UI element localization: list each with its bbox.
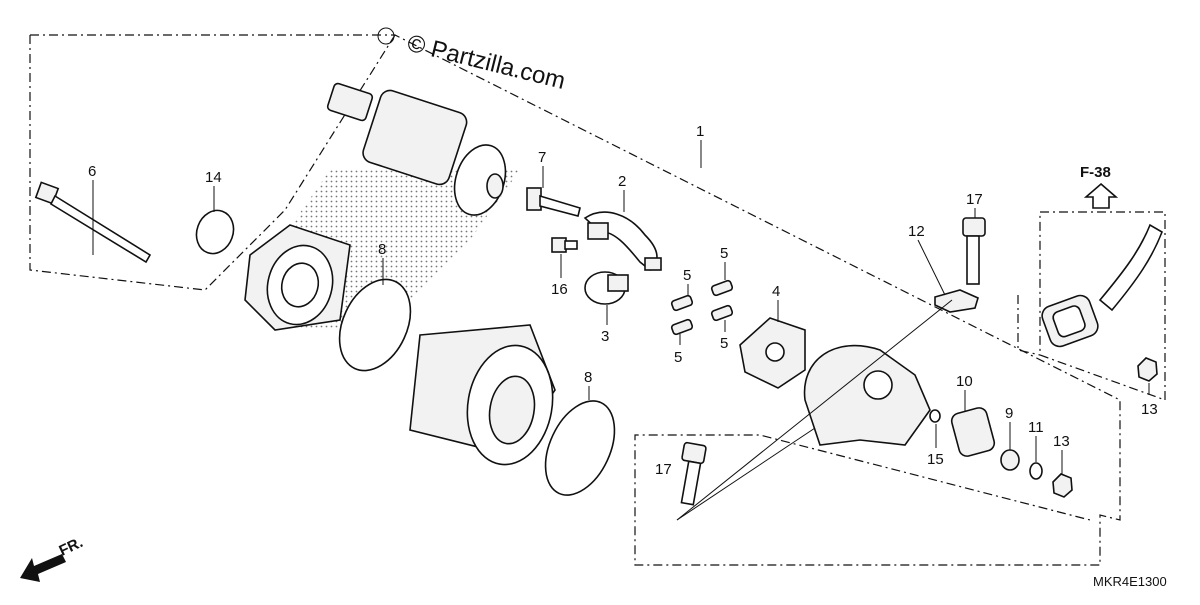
callout-5a: 5 — [720, 245, 728, 262]
front-cover — [244, 224, 351, 331]
bracket-12 — [934, 289, 979, 313]
terminal-bolt — [526, 187, 581, 217]
cable-assembly — [1041, 223, 1163, 348]
callout-5d: 5 — [720, 335, 728, 352]
callout-10: 10 — [956, 373, 973, 390]
callout-8b: 8 — [584, 369, 592, 386]
reference-box-side — [1017, 295, 1041, 356]
callout-6: 6 — [88, 163, 96, 180]
callout-12: 12 — [908, 223, 925, 240]
insulator — [950, 407, 996, 457]
watermark-text: © Partzilla.com — [405, 30, 568, 95]
callout-2: 2 — [618, 173, 626, 190]
springs — [670, 279, 734, 336]
callout-17b: 17 — [655, 461, 672, 478]
brush-plate — [584, 271, 629, 305]
long-bolt — [34, 181, 152, 264]
copyright-icon — [377, 27, 395, 45]
bolt-17-lower — [680, 441, 707, 506]
callout-11: 11 — [1028, 419, 1044, 436]
bolt-17-upper — [962, 217, 986, 285]
leader-lines — [92, 140, 1150, 521]
callout-9: 9 — [1005, 405, 1013, 422]
washer-15 — [929, 409, 941, 423]
o-ring-small — [195, 209, 235, 255]
callout-4: 4 — [772, 283, 780, 300]
brush-holder — [583, 211, 662, 272]
rear-cover — [803, 344, 931, 446]
front-direction: FR. — [20, 534, 86, 582]
o-ring-large-upper — [338, 278, 412, 372]
callout-5c: 5 — [674, 349, 682, 366]
callout-17a: 17 — [966, 191, 983, 208]
callout-14: 14 — [205, 169, 222, 186]
washer-11 — [1029, 462, 1043, 480]
screw-16 — [551, 237, 578, 253]
callout-15: 15 — [927, 451, 944, 468]
diagram-code: MKR4E1300 — [1093, 574, 1167, 589]
o-ring-large-lower — [544, 400, 616, 496]
washer-9 — [1000, 449, 1020, 471]
callout-13b: 13 — [1053, 433, 1070, 450]
brush-holder-plate — [739, 317, 806, 389]
up-arrow-icon — [1083, 182, 1119, 209]
front-label: FR. — [57, 534, 86, 560]
nut-13-upper — [1137, 357, 1158, 382]
callout-16: 16 — [551, 281, 568, 298]
watermark: © Partzilla.com — [377, 27, 568, 95]
callout-13a: 13 — [1141, 401, 1158, 418]
nut-13-lower — [1052, 473, 1073, 498]
reference-box — [1039, 211, 1166, 401]
callout-7: 7 — [538, 149, 546, 166]
assembly-outline-left — [29, 34, 396, 291]
reference-label: F-38 — [1080, 164, 1111, 181]
callouts: 1 2 3 4 5 5 5 5 6 7 8 8 9 10 11 12 13 13… — [88, 123, 1158, 478]
callout-1: 1 — [696, 123, 704, 140]
callout-5b: 5 — [683, 267, 691, 284]
armature — [326, 82, 507, 216]
callout-3: 3 — [601, 328, 609, 345]
front-arrow-icon — [20, 554, 66, 582]
yoke — [409, 324, 556, 466]
callout-8a: 8 — [378, 241, 386, 258]
